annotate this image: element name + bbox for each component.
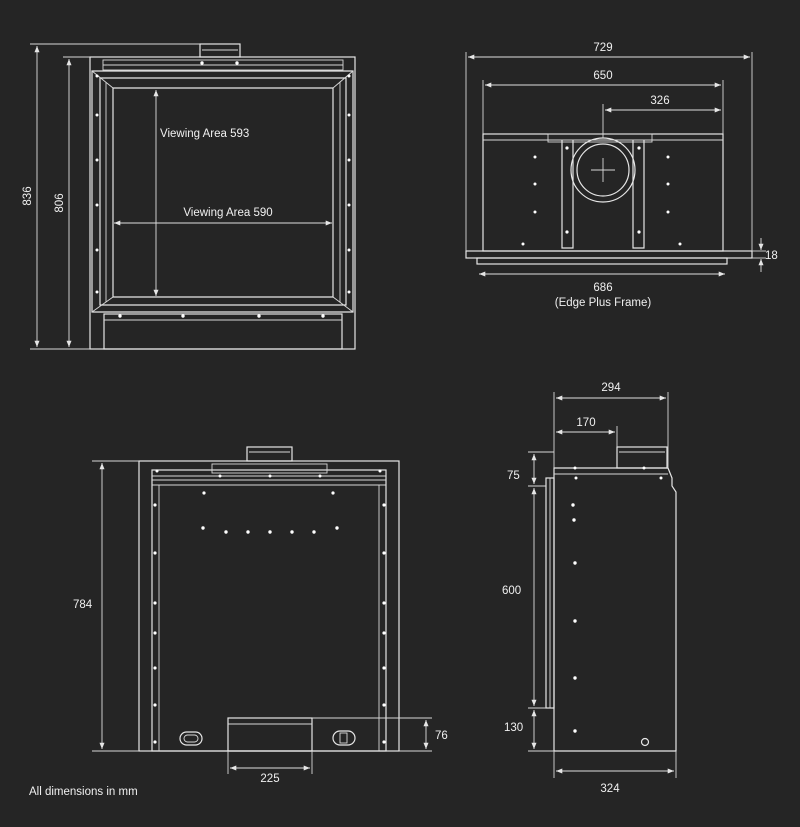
rear-height: 784 [73,599,93,611]
viewing-width-label: Viewing Area 590 [183,207,272,219]
flue-depth: 170 [576,417,595,429]
side-top-offset: 75 [507,470,520,482]
flue-offset: 326 [650,95,669,107]
frame-width: 686 [593,282,612,294]
glass-height: 600 [502,585,521,597]
side-depth-bottom: 324 [600,783,620,795]
top-width-body: 650 [593,70,612,82]
vent-width: 225 [260,773,279,785]
side-view: 294 170 75 600 130 324 [502,382,677,795]
rear-view: 784 225 76 [73,446,448,785]
frame-note: (Edge Plus Frame) [555,297,652,309]
units-note: All dimensions in mm [29,786,138,798]
front-view: 836 806 Viewing Area 593 Viewing Area 59… [22,43,356,350]
side-bottom-offset: 130 [504,722,523,734]
top-width-overall: 729 [593,42,612,54]
front-height-inner: 806 [54,193,66,212]
frame-depth: 18 [765,250,778,262]
front-height-overall: 836 [22,186,34,205]
side-depth-top: 294 [601,382,621,394]
top-view: 729 650 326 18 686 (Edge Plus Frame) [465,42,778,309]
viewing-height-label: Viewing Area 593 [160,128,249,140]
vent-height: 76 [435,730,448,742]
